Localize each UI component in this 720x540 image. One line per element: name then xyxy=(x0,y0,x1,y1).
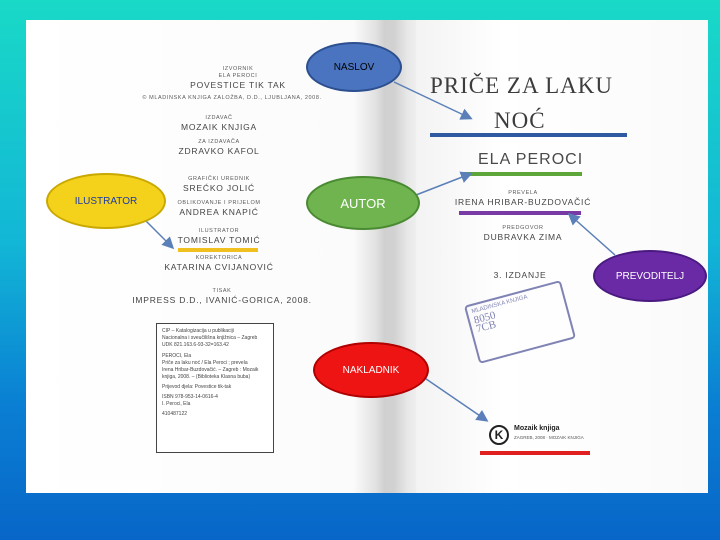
label-nakladnik: NAKLADNIK xyxy=(313,342,429,398)
cip-line: knjiga, 2008. – (Biblioteka Klasna buba) xyxy=(162,374,251,380)
cip-line: 410487122 xyxy=(162,411,188,417)
imprint-original-label: IZVORNIK xyxy=(222,66,254,72)
imprint-publisher-label: IZDAVAČ xyxy=(205,115,233,121)
imprint-print: TISAK IMPRESS D.D., IVANIĆ-GORICA, 2008. xyxy=(132,288,312,305)
imprint-illustrator: ILUSTRATOR TOMISLAV TOMIĆ xyxy=(139,228,299,245)
illustrator-underline xyxy=(178,248,258,252)
translator-name: IRENA HRIBAR-BUZDOVAČIĆ xyxy=(454,197,592,207)
edition-block: 3. IZDANJE xyxy=(470,270,570,280)
label-naslov-text: NASLOV xyxy=(333,61,375,73)
title-underline xyxy=(430,133,627,137)
cip-line: CIP – Katalogizacija u publikaciji xyxy=(162,328,234,334)
arrow-naslov xyxy=(393,81,473,120)
label-ilustrator: ILUSTRATOR xyxy=(46,173,166,229)
imprint-copyright-text: © MLADINSKA KNJIGA ZALOŽBA, D.D., LJUBLJ… xyxy=(142,95,322,101)
translator-block: PREVELA IRENA HRIBAR-BUZDOVAČIĆ xyxy=(443,190,603,207)
imprint-graphic-editor-value: SREĆKO JOLIĆ xyxy=(183,183,255,193)
imprint-for-publisher: ZA IZDAVAČA ZDRAVKO KAFOL xyxy=(139,139,299,156)
book-title-line-1: PRIČE ZA LAKU xyxy=(430,73,613,98)
imprint-design-label: OBLIKOVANJE I PRIJELOM xyxy=(177,200,261,206)
imprint-design-value: ANDREA KNAPIĆ xyxy=(179,207,259,217)
label-naslov: NASLOV xyxy=(306,42,402,92)
imprint-original: IZVORNIK ELA PEROCI POVESTICE TIK TAK xyxy=(158,66,318,90)
label-prevoditelj-text: PREVODITELJ xyxy=(615,270,685,282)
label-ilustrator-text: ILUSTRATOR xyxy=(74,195,138,207)
label-prevoditelj: PREVODITELJ xyxy=(593,250,707,302)
book-spread-scan xyxy=(26,20,708,493)
book-gutter xyxy=(376,20,416,493)
publisher-logo-icon: K xyxy=(489,425,509,445)
cip-line: ISBN 978-953-14-0616-4 xyxy=(162,394,218,400)
imprint-for-publisher-label: ZA IZDAVAČA xyxy=(198,139,240,145)
imprint-print-value: IMPRESS D.D., IVANIĆ-GORICA, 2008. xyxy=(132,295,312,305)
imprint-publisher-value: MOZAIK KNJIGA xyxy=(180,122,258,132)
cip-line: Irena Hribar-Buzdovačić. – Zagreb : Moza… xyxy=(162,367,259,373)
translator-label: PREVELA xyxy=(508,190,538,196)
imprint-graphic-editor-label: GRAFIČKI UREDNIK xyxy=(188,176,250,182)
imprint-illustrator-value: TOMISLAV TOMIĆ xyxy=(177,235,261,245)
cip-line: PEROCI, Ela xyxy=(162,353,192,359)
publisher-logo-tagline: ZAGREB, 2008 · MOZAIK KNJIGA xyxy=(514,435,584,440)
cip-line: Prijevod djela: Povestice tik-tak xyxy=(162,384,232,390)
label-autor-text: AUTOR xyxy=(340,195,386,211)
imprint-original-title: POVESTICE TIK TAK xyxy=(190,80,286,90)
imprint-proofreader-label: KOREKTORICA xyxy=(195,255,243,261)
cip-line: UDK 821.163.6-93-32=163.42 xyxy=(162,342,229,348)
imprint-design: OBLIKOVANJE I PRIJELOM ANDREA KNAPIĆ xyxy=(139,200,299,217)
imprint-original-author: ELA PEROCI xyxy=(218,73,258,79)
imprint-copyright: © MLADINSKA KNJIGA ZALOŽBA, D.D., LJUBLJ… xyxy=(132,95,332,102)
cip-line: Priče za laku noć / Ela Peroci ; prevela xyxy=(162,360,248,366)
arrow-prevoditelj xyxy=(567,213,616,256)
book-author: ELA PEROCI xyxy=(478,151,584,168)
cip-line: Nacionalna i sveučilišna knjižnica – Zag… xyxy=(162,335,258,341)
foreword-block: PREDGOVOR DUBRAVKA ZIMA xyxy=(443,225,603,242)
cip-record-box: CIP – Katalogizacija u publikaciji Nacio… xyxy=(156,323,274,453)
publisher-underline xyxy=(480,451,590,455)
imprint-for-publisher-value: ZDRAVKO KAFOL xyxy=(178,146,260,156)
translator-underline xyxy=(459,211,581,215)
author-underline xyxy=(464,172,582,176)
label-nakladnik-text: NAKLADNIK xyxy=(342,364,400,376)
imprint-print-label: TISAK xyxy=(212,288,232,294)
cip-line: I. Peroci, Ela xyxy=(162,401,191,407)
arrow-autor xyxy=(415,171,473,196)
imprint-proofreader-value: KATARINA CVIJANOVIĆ xyxy=(164,262,274,272)
foreword-label: PREDGOVOR xyxy=(502,225,544,231)
book-title-line-2: NOĆ xyxy=(494,108,546,133)
edition-text: 3. IZDANJE xyxy=(493,270,547,280)
label-autor: AUTOR xyxy=(306,176,420,230)
foreword-author: DUBRAVKA ZIMA xyxy=(483,232,563,242)
imprint-proofreader: KOREKTORICA KATARINA CVIJANOVIĆ xyxy=(139,255,299,272)
publisher-logo-name: Mozaik knjiga xyxy=(514,425,560,432)
imprint-graphic-editor: GRAFIČKI UREDNIK SREĆKO JOLIĆ xyxy=(139,176,299,193)
imprint-illustrator-label: ILUSTRATOR xyxy=(198,228,240,234)
imprint-publisher: IZDAVAČ MOZAIK KNJIGA xyxy=(139,115,299,132)
